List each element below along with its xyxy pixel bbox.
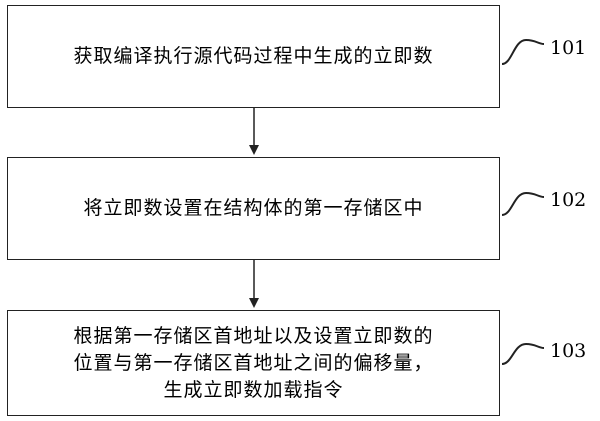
- leader-mark-102: [501, 191, 545, 216]
- step-text-102: 将立即数设置在结构体的第一存储区中: [83, 197, 424, 219]
- step-text-103: 根据第一存储区首地址以及设置立即数的 位置与第一存储区首地址之间的偏移量， 生成…: [73, 324, 434, 401]
- leader-mark-101: [501, 38, 545, 65]
- step-number-101: 101: [550, 37, 587, 59]
- leader-mark-103: [501, 342, 545, 365]
- step-box-103: 根据第一存储区首地址以及设置立即数的 位置与第一存储区首地址之间的偏移量， 生成…: [7, 310, 500, 416]
- step-box-102: 将立即数设置在结构体的第一存储区中: [7, 157, 500, 260]
- step-text-101: 获取编译执行源代码过程中生成的立即数: [73, 45, 434, 67]
- step-number-103: 103: [550, 340, 587, 362]
- step-number-102: 102: [550, 189, 587, 211]
- step-box-101: 获取编译执行源代码过程中生成的立即数: [7, 5, 500, 108]
